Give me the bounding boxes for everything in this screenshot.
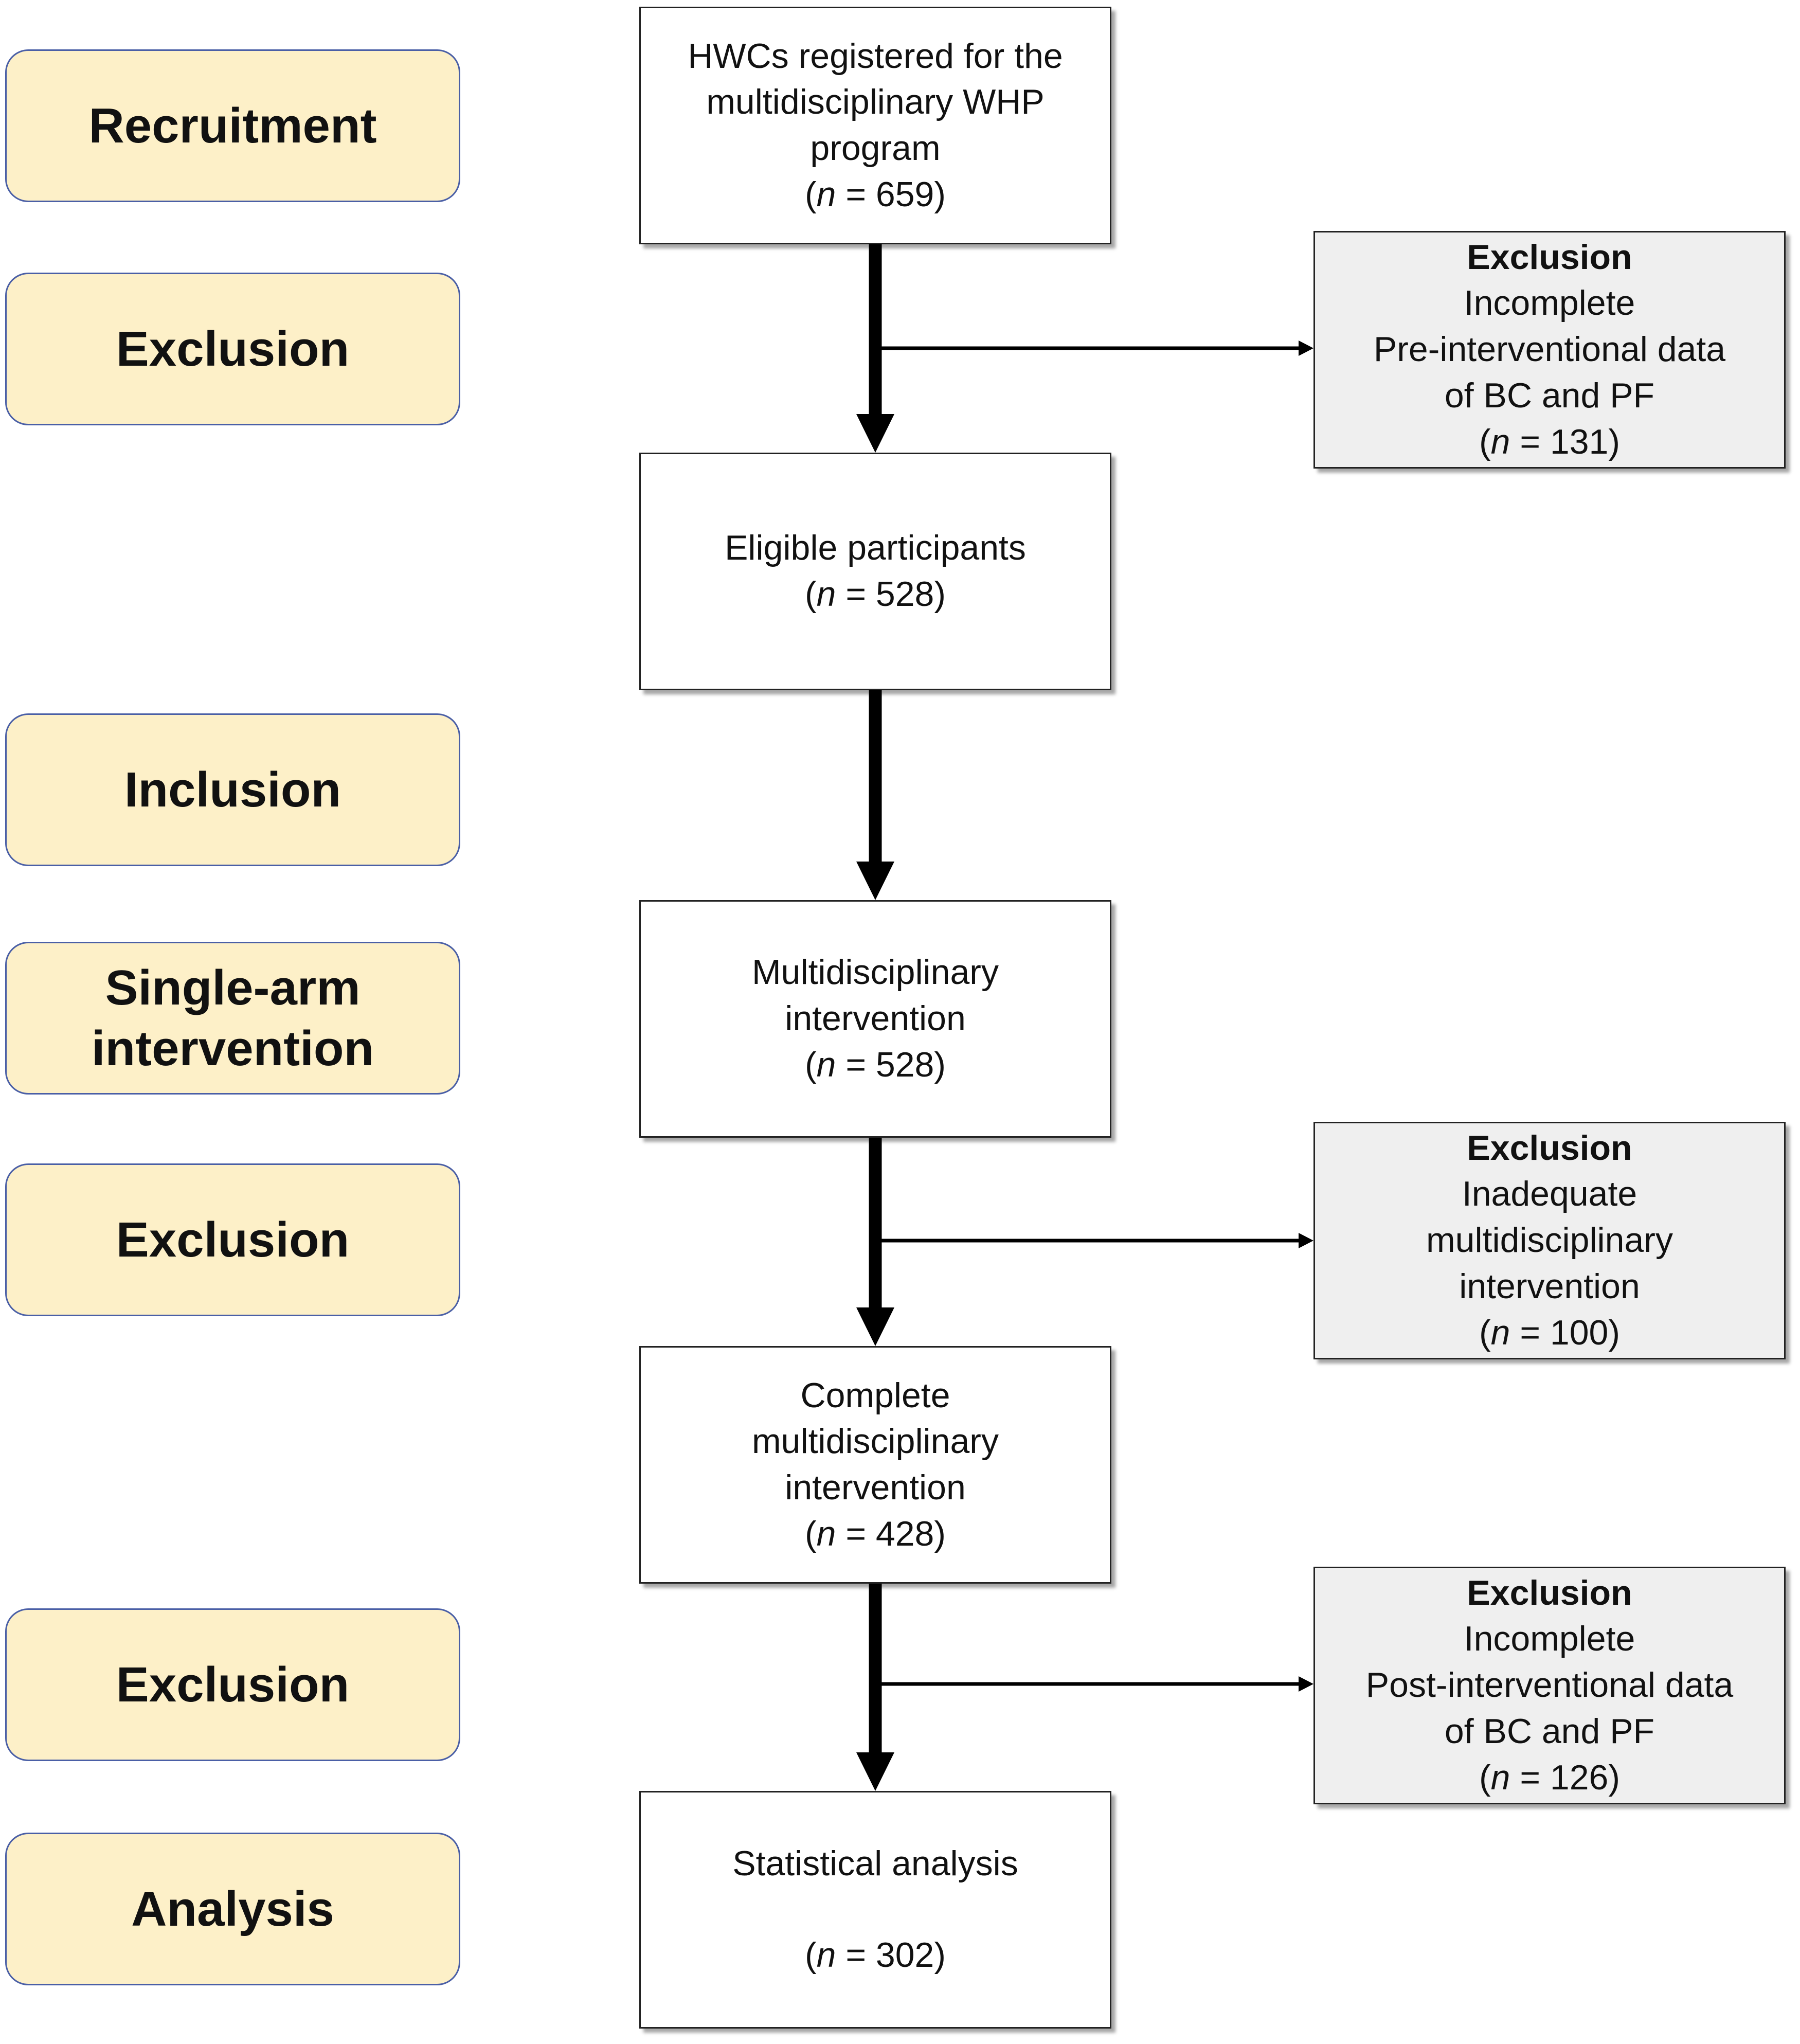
count: (n = 131) bbox=[1479, 419, 1620, 465]
count: (n = 528) bbox=[805, 571, 946, 618]
stage-exclusion-1: Exclusion bbox=[5, 273, 460, 425]
box-text: multidisciplinary bbox=[1426, 1221, 1673, 1260]
box-text: Inadequate bbox=[1462, 1174, 1637, 1214]
arrow-down-2 bbox=[856, 690, 894, 900]
count-part: ) bbox=[934, 1045, 946, 1084]
box-text: Pre-interventional data bbox=[1373, 330, 1726, 369]
stage-label: Exclusion bbox=[116, 1657, 350, 1712]
box-statistical-analysis: Statistical analysis (n = 302) bbox=[639, 1791, 1111, 2029]
stage-label: Exclusion bbox=[116, 1212, 350, 1267]
count-part: ( bbox=[1479, 422, 1491, 461]
count-part: ( bbox=[804, 1514, 817, 1553]
box-registered: HWCs registered for the multidisciplinar… bbox=[639, 7, 1111, 244]
box-exclusion-post: Exclusion Incomplete Post-interventional… bbox=[1313, 1567, 1786, 1804]
count-part: 302 bbox=[875, 1935, 934, 1975]
count-part: ( bbox=[1479, 1758, 1491, 1797]
count-part: 100 bbox=[1550, 1313, 1609, 1352]
box-text: HWCs registered for the bbox=[688, 36, 1063, 76]
count-part: ) bbox=[934, 1935, 946, 1975]
count: (n = 428) bbox=[805, 1511, 946, 1557]
count-part: ) bbox=[934, 575, 946, 614]
count-part: 659 bbox=[875, 174, 934, 214]
box-text: multidisciplinary bbox=[752, 1422, 999, 1461]
count-part: ( bbox=[804, 1935, 817, 1975]
count: (n = 659) bbox=[805, 172, 946, 218]
count-part: 131 bbox=[1550, 422, 1609, 461]
box-text: intervention bbox=[785, 999, 966, 1038]
count: (n = 126) bbox=[1479, 1755, 1620, 1801]
count-part: n bbox=[816, 1045, 836, 1084]
count: (n = 100) bbox=[1479, 1310, 1620, 1356]
count-part: ( bbox=[804, 1045, 817, 1084]
count-part: 126 bbox=[1550, 1758, 1609, 1797]
box-complete-intervention: Complete multidisciplinary intervention … bbox=[639, 1346, 1111, 1584]
count-part: ) bbox=[934, 174, 946, 214]
box-text: Eligible participants bbox=[725, 528, 1026, 568]
arrow-right-3 bbox=[875, 1676, 1313, 1692]
count-part: n bbox=[816, 174, 836, 214]
box-title: Exclusion bbox=[1467, 237, 1632, 277]
stage-exclusion-3: Exclusion bbox=[5, 1608, 460, 1761]
count-part: n bbox=[1490, 1313, 1510, 1352]
count-part: n bbox=[816, 1935, 836, 1975]
count-part: ( bbox=[1479, 1313, 1491, 1352]
count-part: = bbox=[836, 1514, 876, 1553]
arrow-down-4 bbox=[856, 1584, 894, 1791]
count-part: 528 bbox=[875, 575, 934, 614]
count-part: n bbox=[1490, 422, 1510, 461]
box-text: intervention bbox=[1459, 1266, 1640, 1306]
count-part: = bbox=[1510, 422, 1550, 461]
count: (n = 302) bbox=[805, 1932, 946, 1979]
box-text: of BC and PF bbox=[1444, 375, 1655, 415]
box-text: Statistical analysis bbox=[732, 1844, 1018, 1884]
box-exclusion-pre: Exclusion Incomplete Pre-interventional … bbox=[1313, 231, 1786, 469]
box-text: Incomplete bbox=[1464, 1619, 1635, 1659]
arrow-right-1 bbox=[875, 340, 1313, 356]
count-part: ) bbox=[1608, 422, 1621, 461]
box-title: Exclusion bbox=[1467, 1573, 1632, 1612]
box-intervention: Multidisciplinary intervention (n = 528) bbox=[639, 900, 1111, 1138]
box-text: of BC and PF bbox=[1444, 1711, 1655, 1751]
arrow-down-3 bbox=[856, 1137, 894, 1346]
count-part: n bbox=[816, 575, 836, 614]
count-part: ) bbox=[1608, 1313, 1621, 1352]
stage-analysis: Analysis bbox=[5, 1833, 460, 1985]
box-text: multidisciplinary WHP bbox=[706, 82, 1045, 122]
count-part: = bbox=[836, 1935, 876, 1975]
arrow-down-1 bbox=[856, 244, 894, 453]
stage-single-arm-intervention: Single-arm intervention bbox=[5, 942, 460, 1095]
stage-recruitment: Recruitment bbox=[5, 49, 460, 202]
count-part: = bbox=[1510, 1758, 1550, 1797]
count-part: = bbox=[836, 575, 876, 614]
count-part: 528 bbox=[875, 1045, 934, 1084]
stage-exclusion-2: Exclusion bbox=[5, 1163, 460, 1316]
stage-inclusion: Inclusion bbox=[5, 713, 460, 866]
stage-label: Exclusion bbox=[116, 321, 350, 376]
box-text: Incomplete bbox=[1464, 283, 1635, 323]
box-exclusion-inadequate: Exclusion Inadequate multidisciplinary i… bbox=[1313, 1122, 1786, 1359]
count-part: n bbox=[816, 1514, 836, 1553]
stage-label: Analysis bbox=[131, 1881, 334, 1937]
box-text: Post-interventional data bbox=[1365, 1665, 1734, 1705]
stage-label: Single-arm intervention bbox=[91, 960, 374, 1076]
count-part: ) bbox=[1608, 1758, 1621, 1797]
arrow-right-2 bbox=[875, 1233, 1313, 1248]
box-text: intervention bbox=[785, 1468, 966, 1507]
box-text: Complete bbox=[800, 1375, 950, 1415]
count-part: ) bbox=[934, 1514, 946, 1553]
box-text: Multidisciplinary bbox=[752, 953, 999, 992]
count-part: 428 bbox=[875, 1514, 934, 1553]
count-part: = bbox=[836, 1045, 876, 1084]
count-part: = bbox=[1510, 1313, 1550, 1352]
count-part: = bbox=[836, 174, 876, 214]
box-eligible: Eligible participants (n = 528) bbox=[639, 453, 1111, 690]
box-title: Exclusion bbox=[1467, 1128, 1632, 1168]
count-part: ( bbox=[804, 575, 817, 614]
count-part: n bbox=[1490, 1758, 1510, 1797]
count: (n = 528) bbox=[805, 1042, 946, 1088]
stage-label: Inclusion bbox=[124, 762, 341, 817]
box-text: program bbox=[810, 129, 941, 168]
count-part: ( bbox=[804, 174, 817, 214]
stage-label: Recruitment bbox=[88, 98, 377, 153]
